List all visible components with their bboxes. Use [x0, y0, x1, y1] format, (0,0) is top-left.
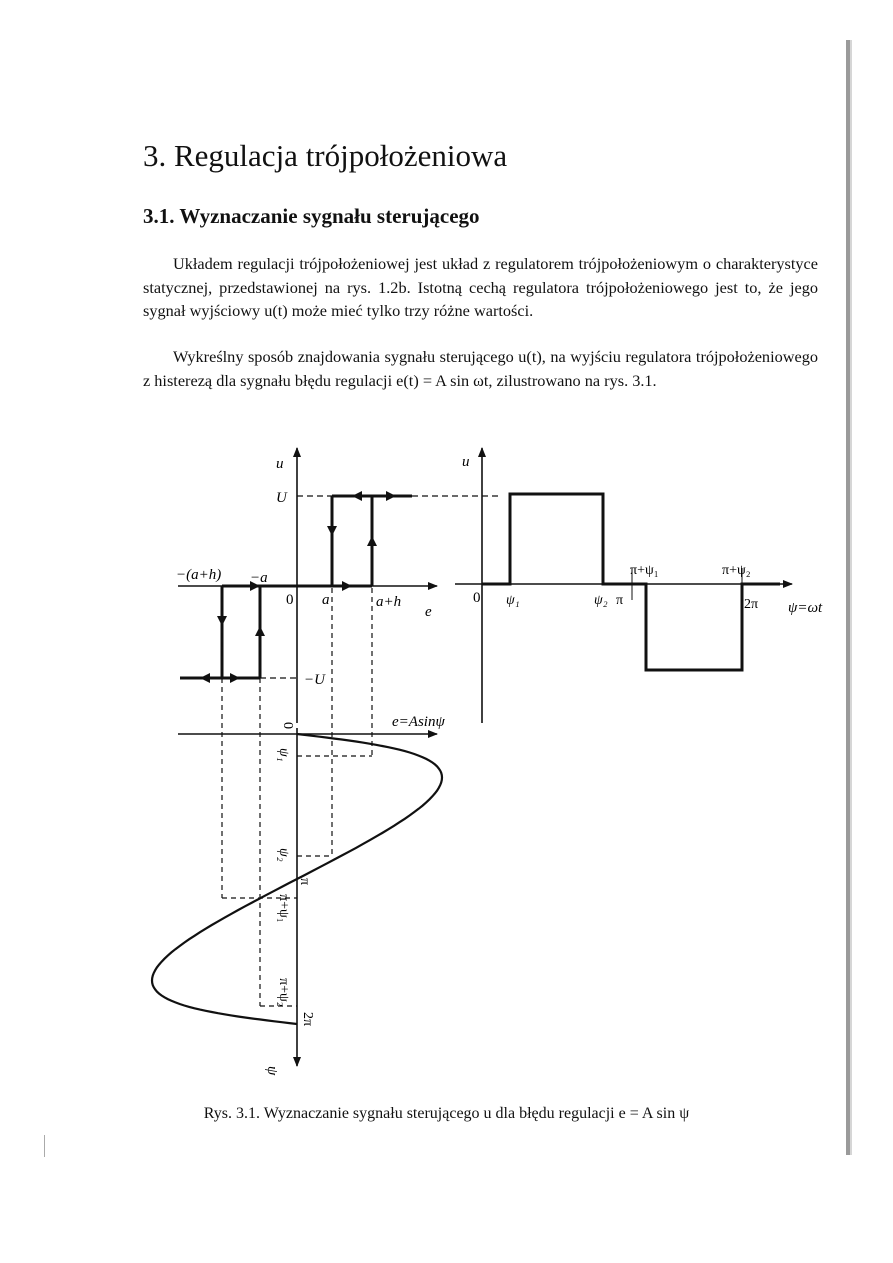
output-tick-pi-psi2: π+ψ₂	[722, 563, 751, 578]
output-signal-waveform	[482, 492, 780, 672]
paragraph-intro-text: Układem regulacji trójpołożeniowej jest …	[143, 254, 818, 320]
input-tick-psi2: ψ₂	[276, 848, 291, 862]
figure-3-1: u e U −U 0 −(a+h) −a a a+h u ψ=ωt 0 ψ₁ ψ…	[150, 447, 823, 1076]
input-tick-pi: π	[297, 878, 312, 885]
hysteresis-outer-pos-label: a+h	[376, 594, 401, 610]
paragraph-intro: Układem regulacji trójpołożeniowej jest …	[143, 252, 818, 323]
hysteresis-plot	[178, 447, 500, 723]
hysteresis-outer-neg-label: −(a+h)	[176, 567, 221, 583]
hysteresis-origin-label: 0	[286, 592, 294, 608]
output-tick-pi: π	[616, 593, 623, 608]
input-tick-psi1: ψ₁	[276, 748, 291, 762]
hysteresis-inner-neg-label: −a	[250, 570, 268, 586]
input-tick-0: 0	[280, 722, 295, 729]
scan-mark	[44, 1135, 45, 1157]
hysteresis-inner-pos-label: a	[322, 592, 330, 608]
output-axis-u-label: u	[462, 454, 470, 470]
projection-guides	[221, 588, 373, 1007]
input-sine-curve	[150, 732, 444, 1026]
input-tick-pi-psi2: π+ψ₂	[276, 978, 291, 1007]
output-plot	[455, 447, 793, 723]
paragraph-method-text: Wykreślny sposób znajdowania sygnału ste…	[143, 347, 818, 390]
input-tick-2pi: 2π	[300, 1012, 315, 1026]
output-tick-pi-psi1: π+ψ₁	[630, 563, 659, 578]
output-origin-label: 0	[473, 590, 481, 606]
input-signal-label: e=Asinψ	[392, 714, 445, 730]
section-title: 3.1. Wyznaczanie sygnału sterującego	[143, 204, 480, 228]
page-edge-shadow-light	[850, 40, 852, 1155]
output-axis-psi-label: ψ=ωt	[788, 600, 823, 616]
hysteresis-axis-e-label: e	[425, 604, 432, 620]
input-axis-psi-label: ψ	[264, 1066, 280, 1076]
figure-caption: Rys. 3.1. Wyznaczanie sygnału sterująceg…	[203, 1105, 690, 1122]
hysteresis-direction-arrows	[200, 491, 396, 683]
hysteresis-level-high-label: U	[276, 490, 288, 506]
input-tick-pi-psi1: π+ψ₁	[276, 894, 291, 923]
page-edge-shadow	[846, 40, 850, 1155]
output-tick-psi2: ψ₂	[594, 593, 608, 608]
input-plot	[150, 588, 444, 1067]
output-tick-2pi: 2π	[744, 597, 758, 612]
paragraph-method: Wykreślny sposób znajdowania sygnału ste…	[143, 345, 818, 392]
output-tick-psi1: ψ₁	[506, 593, 520, 608]
chapter-title: 3. Regulacja trójpołożeniowa	[143, 138, 508, 173]
hysteresis-level-low-label: −U	[304, 672, 326, 688]
hysteresis-axis-u-label: u	[276, 456, 284, 472]
